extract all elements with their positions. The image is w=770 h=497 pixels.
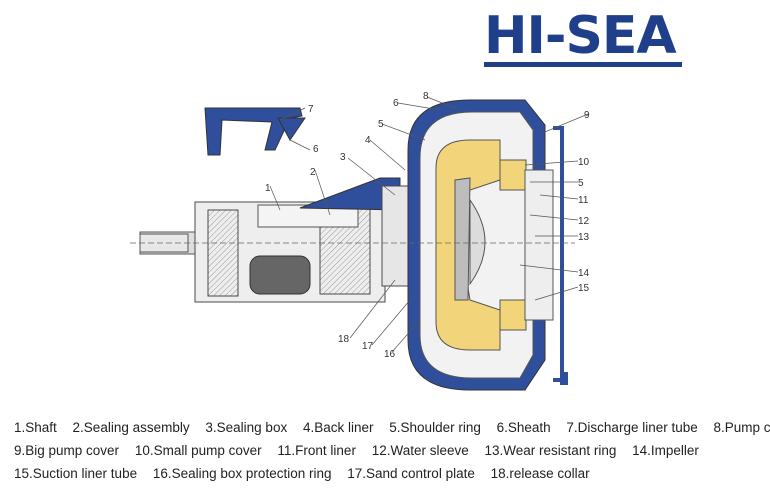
callout-12: 12 (578, 216, 590, 227)
legend-item: 6.Sheath (496, 420, 551, 435)
legend-item: 2.Sealing assembly (72, 420, 190, 435)
callout-labels: 1 2 3 4 5 6 7 8 9 10 5 11 12 13 14 15 16… (265, 91, 590, 360)
callout-1: 1 (265, 183, 271, 194)
callout-18: 18 (338, 334, 350, 345)
legend-row-2: 9.Big pump cover 10.Small pump cover 11.… (14, 439, 764, 462)
legend-item: 18.release collar (490, 466, 590, 481)
legend-item: 7.Discharge liner tube (566, 420, 698, 435)
callout-16: 16 (384, 349, 396, 360)
legend-item: 3.Sealing box (205, 420, 288, 435)
legend-item: 17.Sand control plate (347, 466, 475, 481)
callout-10: 10 (578, 157, 590, 168)
legend-item: 12.Water sleeve (371, 443, 469, 458)
callout-7: 7 (308, 104, 314, 115)
callout-5: 5 (378, 119, 384, 130)
callout-2: 2 (310, 167, 316, 178)
legend-item: 14.Impeller (632, 443, 699, 458)
bearing-housing (194, 201, 386, 303)
callout-5b: 5 (578, 178, 584, 189)
callout-13: 13 (578, 232, 590, 243)
discharge-liner-tube-part (204, 107, 306, 156)
legend-item: 1.Shaft (14, 420, 57, 435)
pump-cross-section-diagram: 1 2 3 4 5 6 7 8 9 10 5 11 12 13 14 15 16… (130, 91, 590, 391)
support-strut (299, 177, 401, 211)
legend-row-3: 15.Suction liner tube 16.Sealing box pro… (14, 462, 764, 485)
legend-item: 15.Suction liner tube (14, 466, 138, 481)
brand-logo: HI-SEA (484, 6, 677, 66)
callout-17: 17 (362, 341, 374, 352)
logo-underline (484, 62, 682, 67)
legend-item: 9.Big pump cover (14, 443, 120, 458)
callout-14: 14 (578, 268, 590, 279)
suction-liner-tube (524, 126, 568, 385)
legend-item: 11.Front liner (277, 443, 356, 458)
callout-15: 15 (578, 283, 590, 294)
callout-6: 6 (393, 98, 399, 109)
leader-lines (269, 96, 589, 353)
callout-8: 8 (423, 91, 429, 102)
legend-item: 5.Shoulder ring (389, 420, 481, 435)
callout-3: 3 (340, 152, 346, 163)
callout-9: 9 (584, 110, 590, 121)
legend-item: 4.Back liner (302, 420, 374, 435)
callout-4: 4 (365, 135, 371, 146)
callout-6b: 6 (313, 144, 319, 155)
legend-row-1: 1.Shaft 2.Sealing assembly 3.Sealing box… (14, 416, 770, 439)
legend-item: 10.Small pump cover (134, 443, 262, 458)
legend-item: 13.Wear resistant ring (484, 443, 617, 458)
legend-item: 16.Sealing box protection ring (152, 466, 332, 481)
liner-and-impeller (435, 139, 527, 351)
callout-11: 11 (578, 195, 589, 206)
parts-legend: 1.Shaft 2.Sealing assembly 3.Sealing box… (14, 416, 770, 485)
legend-item: 8.Pump casing (713, 420, 770, 435)
